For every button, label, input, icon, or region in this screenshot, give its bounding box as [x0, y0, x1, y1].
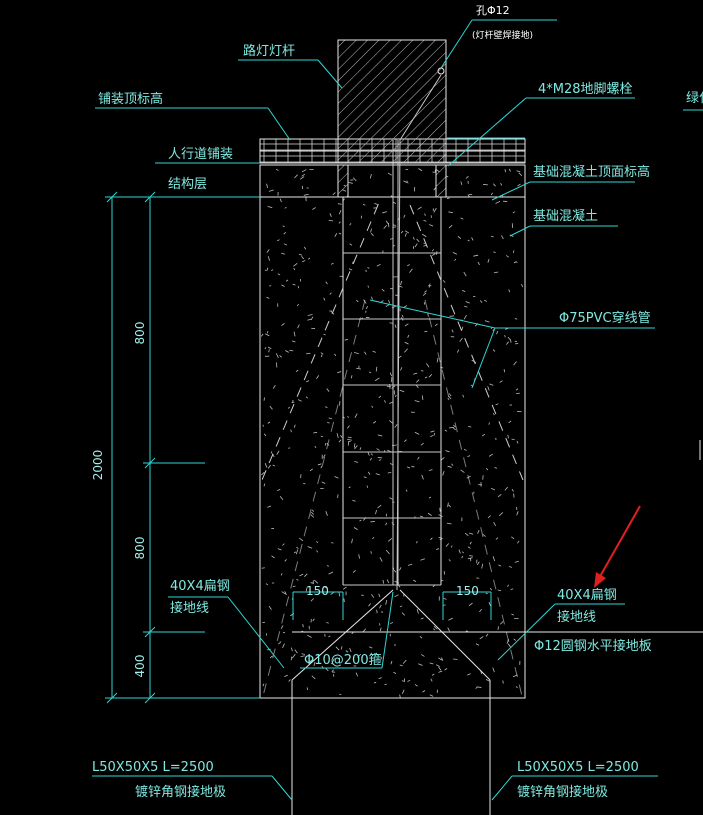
label-angle-right-name: 镀锌角钢接地极 — [517, 784, 608, 800]
label-hole: 孔Φ12 — [476, 4, 510, 17]
dim-lower: 400 — [133, 655, 147, 678]
label-flat-steel-left: 40X4扁钢 — [170, 579, 230, 594]
label-ground-wire-left: 接地线 — [170, 600, 209, 616]
label-angle-right-spec: L50X50X5 L=2500 — [517, 760, 639, 775]
anchor-bolt-right — [435, 164, 447, 198]
label-sidewalk: 人行道铺装 — [168, 147, 233, 162]
dim-spacing-right: 150 — [456, 584, 479, 598]
spacing-markers — [292, 591, 492, 620]
label-bolts: 4*M28地脚螺栓 — [538, 81, 633, 97]
label-stirrup: Φ10@200箍 — [304, 652, 382, 668]
label-pvc: Φ75PVC穿线管 — [559, 310, 651, 326]
anchor-bolt-left — [337, 164, 349, 198]
ground-wire-left-line — [291, 589, 394, 681]
label-paving-top: 铺装顶标高 — [98, 91, 163, 107]
label-angle-left-spec: L50X50X5 L=2500 — [92, 760, 214, 775]
label-structure: 结构层 — [168, 177, 207, 192]
dim-upper: 800 — [133, 322, 147, 345]
label-round-steel: Φ12圆钢水平接地板 — [534, 638, 652, 654]
label-green-partial: 绿化 — [686, 91, 703, 106]
label-hole-note: (灯杆壁焊接地) — [472, 29, 533, 41]
label-pole: 路灯灯杆 — [243, 43, 295, 59]
rebar-cage — [261, 74, 524, 701]
dim-middle: 800 — [133, 537, 147, 560]
concrete-speckles — [260, 168, 523, 699]
ground-wire-right-line — [399, 589, 491, 681]
label-angle-left-name: 镀锌角钢接地极 — [135, 784, 226, 800]
label-flat-steel-right: 40X4扁钢 — [557, 588, 617, 603]
leader-lines — [92, 19, 703, 801]
light-pole — [337, 39, 447, 164]
label-ground-wire-right: 接地线 — [557, 609, 596, 625]
dim-total: 2000 — [91, 450, 105, 481]
label-concrete-top: 基础混凝土顶面标高 — [533, 164, 650, 180]
red-arrow — [594, 505, 641, 588]
dim-spacing-left: 150 — [306, 584, 329, 598]
vertical-dimensions — [105, 191, 260, 704]
label-concrete: 基础混凝土 — [533, 208, 598, 224]
